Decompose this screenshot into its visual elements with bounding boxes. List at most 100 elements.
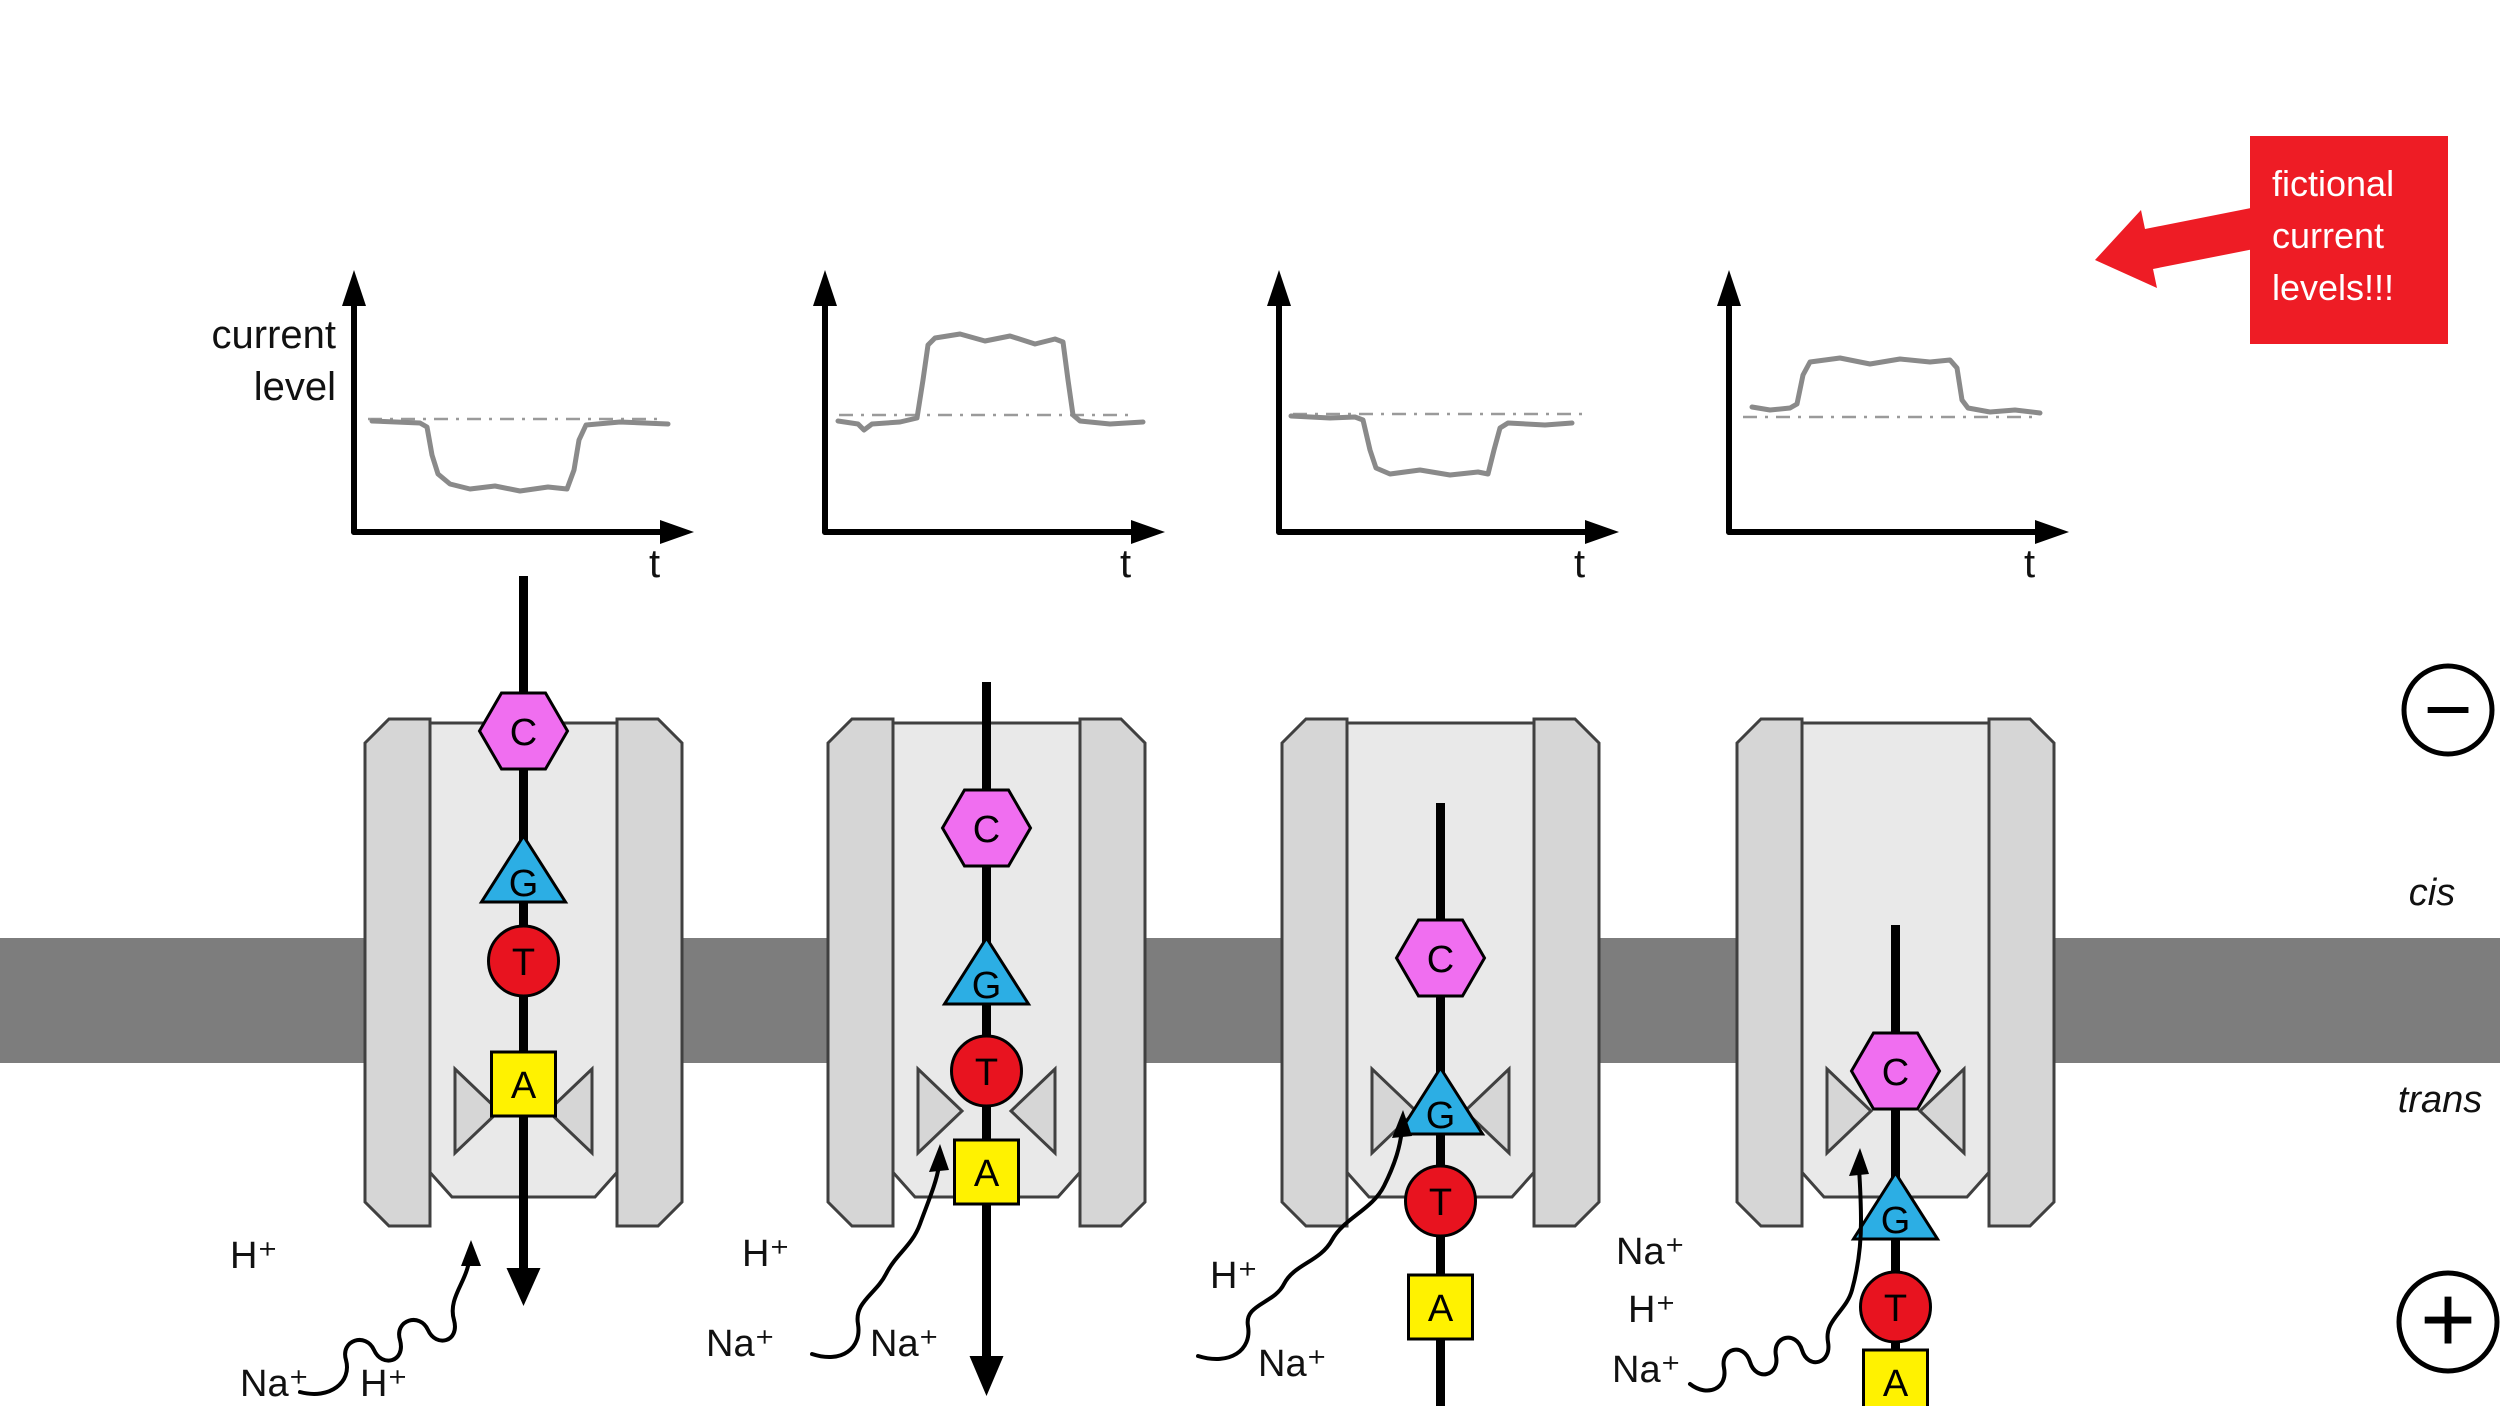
base-A-letter: A	[511, 1065, 537, 1107]
ion-flow-arrowhead	[929, 1144, 949, 1172]
warning-arrow	[2095, 208, 2259, 288]
ion-label: H⁺	[742, 1233, 790, 1275]
base-G-letter: G	[1881, 1200, 1911, 1242]
negative-sign: −	[2423, 662, 2472, 756]
base-A-square	[1407, 1273, 1474, 1341]
time-axis-label: t	[2024, 542, 2035, 586]
time-axis-label: t	[1574, 542, 1585, 586]
current-trace	[1749, 355, 2043, 416]
base-C-hexagon	[477, 691, 570, 771]
ion-flow-squiggle	[1688, 1166, 1864, 1393]
base-G-letter: G	[1426, 1095, 1456, 1137]
base-G: G	[941, 935, 1032, 1007]
ion-label: H⁺	[1210, 1255, 1258, 1297]
base-C-hexagon	[940, 788, 1033, 868]
base-C-letter: C	[973, 809, 1000, 851]
ion-flow-arrowhead	[1392, 1110, 1412, 1138]
x-axis-arrowhead	[1131, 520, 1165, 544]
base-A: A	[1862, 1348, 1929, 1406]
current-trace-graph-2: t	[813, 270, 1165, 586]
base-G-triangle	[478, 833, 569, 904]
y-axis-arrowhead	[1267, 270, 1291, 306]
base-T-letter: T	[512, 942, 535, 984]
base-T: T	[1404, 1164, 1477, 1238]
base-C: C	[1394, 918, 1487, 998]
current-trace-graph-3: t	[1267, 270, 1619, 586]
base-A-letter: A	[1428, 1288, 1454, 1330]
x-axis-arrowhead	[660, 520, 694, 544]
ion-label: Na⁺	[870, 1323, 939, 1365]
ion-flow-squiggle	[1196, 1128, 1404, 1362]
negative-electrode: −	[2401, 662, 2495, 757]
y-axis-label-line1: current	[212, 313, 337, 357]
ion-flow-arrowhead	[1849, 1148, 1869, 1176]
base-A-letter: A	[1883, 1363, 1909, 1405]
base-C-hexagon	[1849, 1031, 1942, 1111]
y-axis-arrowhead	[1717, 270, 1741, 306]
dna-direction-arrowhead	[969, 1356, 1004, 1396]
warning-text-line3: levels!!!	[2272, 267, 2394, 308]
ion-label: Na⁺	[1258, 1343, 1327, 1385]
ion-label: Na⁺	[1616, 1231, 1685, 1273]
current-trace	[369, 418, 671, 494]
ion-flow-squiggle	[810, 1164, 941, 1360]
base-G: G	[478, 833, 569, 905]
base-C: C	[940, 788, 1033, 868]
base-C-letter: C	[1882, 1052, 1909, 1094]
warning-box	[2250, 136, 2448, 344]
y-axis-label-line2: level	[254, 365, 336, 409]
base-A: A	[953, 1138, 1020, 1206]
current-trace-graph-4: t	[1717, 270, 2069, 586]
current-trace	[1288, 413, 1575, 478]
ion-label: H⁺	[360, 1363, 408, 1405]
current-trace	[835, 331, 1146, 433]
current-trace-graph-1: t	[342, 270, 694, 586]
base-G-triangle	[1850, 1170, 1941, 1241]
base-T-circle	[1859, 1270, 1932, 1344]
base-G: G	[1850, 1170, 1941, 1242]
base-A-square	[953, 1138, 1020, 1206]
base-A-letter: A	[974, 1153, 1000, 1195]
base-T-letter: T	[1429, 1182, 1452, 1224]
base-A: A	[1407, 1273, 1474, 1341]
base-T-letter: T	[975, 1052, 998, 1094]
cis-label: cis	[2409, 872, 2455, 914]
base-C-letter: C	[1427, 939, 1454, 981]
positive-electrode: +	[2396, 1266, 2500, 1374]
base-T-circle	[950, 1034, 1023, 1108]
y-axis-arrowhead	[813, 270, 837, 306]
base-C: C	[1849, 1031, 1942, 1111]
ion-label: H⁺	[230, 1235, 278, 1277]
warning-annotation: fictional current levels!!!	[2095, 136, 2448, 344]
x-axis-arrowhead	[2035, 520, 2069, 544]
ion-label: Na⁺	[240, 1363, 309, 1405]
panel-1: t C G T A H⁺ Na⁺ H⁺	[230, 270, 694, 1405]
dna-direction-arrowhead	[506, 1268, 541, 1306]
positive-electrode-circle	[2396, 1270, 2500, 1374]
base-T-circle	[487, 924, 560, 998]
base-A: A	[490, 1050, 557, 1118]
ion-label: Na⁺	[1612, 1349, 1681, 1391]
base-A-square	[490, 1050, 557, 1118]
ion-label: Na⁺	[706, 1323, 775, 1365]
positive-sign: +	[2420, 1266, 2476, 1373]
base-T: T	[950, 1034, 1023, 1108]
negative-electrode-circle	[2401, 663, 2495, 757]
ion-label: H⁺	[1628, 1289, 1676, 1331]
warning-text-line2: current	[2272, 215, 2384, 256]
base-G-triangle	[1395, 1065, 1486, 1136]
panel-4: t C G T A Na⁺ H⁺ Na⁺	[1612, 270, 2069, 1406]
base-G-triangle	[941, 935, 1032, 1006]
panel-3: t C G T A H⁺ Na⁺	[1196, 270, 1619, 1406]
time-axis-label: t	[649, 542, 660, 586]
base-C-letter: C	[510, 712, 537, 754]
y-axis-arrowhead	[342, 270, 366, 306]
base-T-letter: T	[1884, 1288, 1907, 1330]
base-G-letter: G	[509, 863, 539, 905]
base-C: C	[477, 691, 570, 771]
ion-flow-arrowhead	[461, 1240, 481, 1266]
ion-flow-squiggle	[298, 1256, 473, 1396]
panel-2: t C G T A H⁺ Na⁺ Na⁺	[706, 270, 1165, 1396]
base-C-hexagon	[1394, 918, 1487, 998]
